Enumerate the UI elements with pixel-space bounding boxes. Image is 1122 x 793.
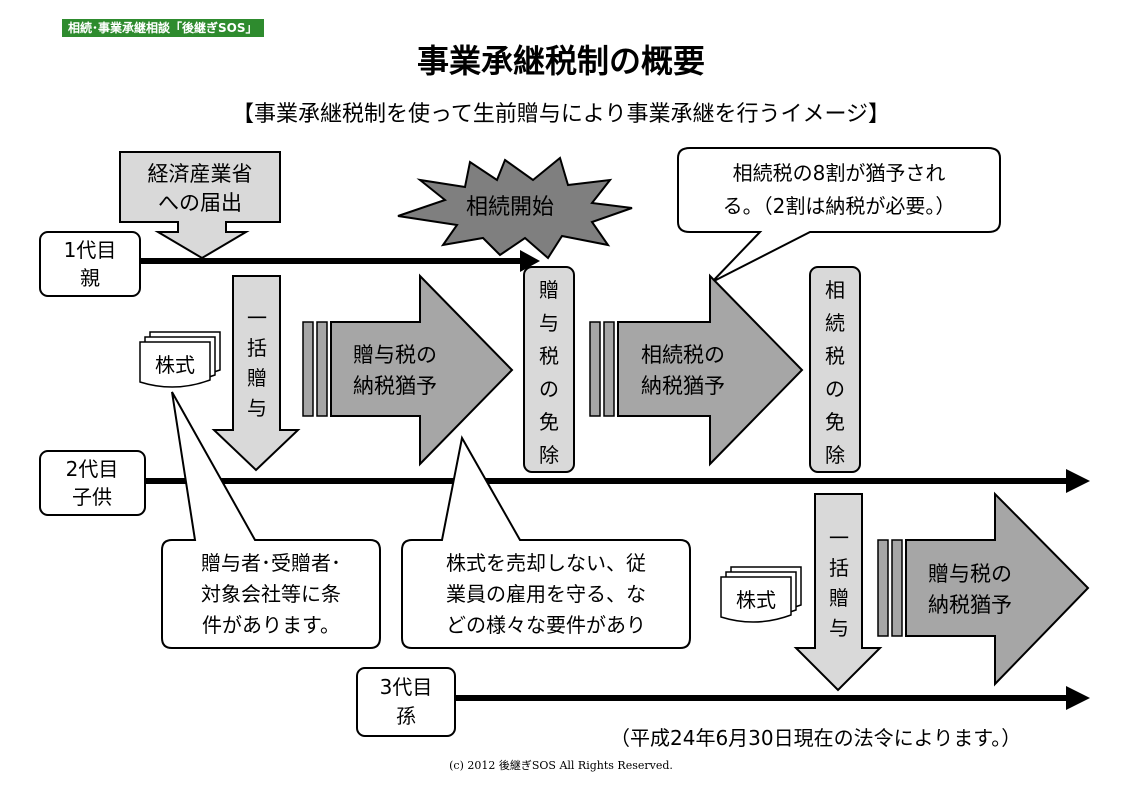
svg-text:続: 続 [825,311,845,335]
svg-text:一: 一 [829,526,849,550]
generation-1-box: 1代目 親 [39,231,141,297]
svg-text:対象会社等に条: 対象会社等に条 [201,582,341,606]
svg-text:除: 除 [539,443,559,467]
generation-3-label: 3代目 [380,675,433,699]
svg-text:の: の [539,377,559,401]
svg-text:納税猶予: 納税猶予 [928,593,1012,617]
svg-text:相続税の: 相続税の [641,343,725,367]
conditions-callout: 贈与者･受贈者･ 対象会社等に条 件があります。 [161,391,381,649]
svg-text:納税猶予: 納税猶予 [353,374,437,398]
svg-text:件があります。: 件があります。 [202,613,340,637]
shares-document-2: 株式 [720,566,802,623]
inheritance-start-starburst: 相続開始 [397,156,633,260]
inheritance-tax-exemption-box: 相 続 税 の 免 除 [809,266,861,473]
inheritance-tax-deferral-arrow: 相続税の 納税猶予 [589,273,804,467]
deferral-80-line-2: る。（2割は納税が必要。） [723,194,956,218]
svg-text:どの様々な要件があり: どの様々な要件があり [446,613,646,637]
svg-text:業員の雇用を守る、な: 業員の雇用を守る、な [446,582,646,606]
page-title: 事業承継税制の概要 [416,42,705,80]
svg-text:一: 一 [247,306,267,330]
shares-1-label: 株式 [155,353,195,377]
svg-text:贈与税の: 贈与税の [353,343,437,367]
svg-text:贈: 贈 [829,586,849,610]
svg-text:与: 与 [247,396,267,420]
gift-tax-exemption-box: 贈 与 税 の 免 除 [523,266,575,473]
svg-text:与: 与 [539,311,559,335]
svg-text:贈与税の: 贈与税の [928,562,1012,586]
deferral-80-callout: 相続税の8割が猶予され る。（2割は納税が必要。） [677,147,1001,283]
svg-text:税: 税 [825,344,845,368]
generation-2-label: 2代目 [66,457,119,481]
generation-2-role: 子供 [72,485,112,509]
svg-text:与: 与 [829,616,849,640]
timeline-generation-2 [145,469,1090,493]
shares-2-label: 株式 [736,588,776,612]
generation-3-box: 3代目 孫 [356,667,456,737]
svg-text:贈与者･受贈者･: 贈与者･受贈者･ [201,551,341,575]
page-subtitle: 【事業承継税制を使って生前贈与により事業承継を行うイメージ】 [231,102,891,127]
svg-text:免: 免 [825,410,845,434]
svg-text:株式を売却しない、従: 株式を売却しない、従 [446,551,646,575]
meti-notification-callout: 経済産業省 への届出 [119,151,281,260]
meti-line-2: への届出 [158,191,242,215]
generation-3-role: 孫 [396,704,416,728]
generation-1-label: 1代目 [64,238,117,262]
svg-text:納税猶予: 納税猶予 [641,374,725,398]
lump-gift-arrow-1: 一 括 贈 与 [211,275,301,472]
svg-text:括: 括 [247,336,267,360]
deferral-80-line-1: 相続税の8割が猶予され [733,161,946,185]
timeline-generation-3 [455,686,1090,710]
svg-text:免: 免 [539,410,559,434]
generation-2-box: 2代目 子供 [39,450,146,516]
svg-text:除: 除 [825,443,845,467]
lump-gift-arrow-2: 一 括 贈 与 [793,493,883,692]
generation-1-role: 親 [80,266,100,290]
timeline-generation-1 [140,250,540,272]
copyright: (c) 2012 後継ぎSOS All Rights Reserved. [449,759,673,772]
shares-document-1: 株式 [139,331,221,388]
requirements-callout: 株式を売却しない、従 業員の雇用を守る、な どの様々な要件があり [401,435,691,649]
svg-text:括: 括 [829,556,849,580]
inheritance-start-label: 相続開始 [466,195,554,220]
svg-text:の: の [825,377,845,401]
meti-line-1: 経済産業省 [148,162,253,186]
svg-text:相: 相 [825,278,845,302]
service-badge: 相続･事業承継相談「後継ぎSOS」 [62,19,264,37]
law-date-note: （平成24年6月30日現在の法令によります。） [610,726,1022,750]
gift-tax-deferral-arrow-2: 贈与税の 納税猶予 [877,491,1090,687]
gift-tax-deferral-arrow-1: 贈与税の 納税猶予 [302,273,514,467]
svg-text:贈: 贈 [539,278,559,302]
svg-text:贈: 贈 [247,366,267,390]
svg-text:税: 税 [539,344,559,368]
